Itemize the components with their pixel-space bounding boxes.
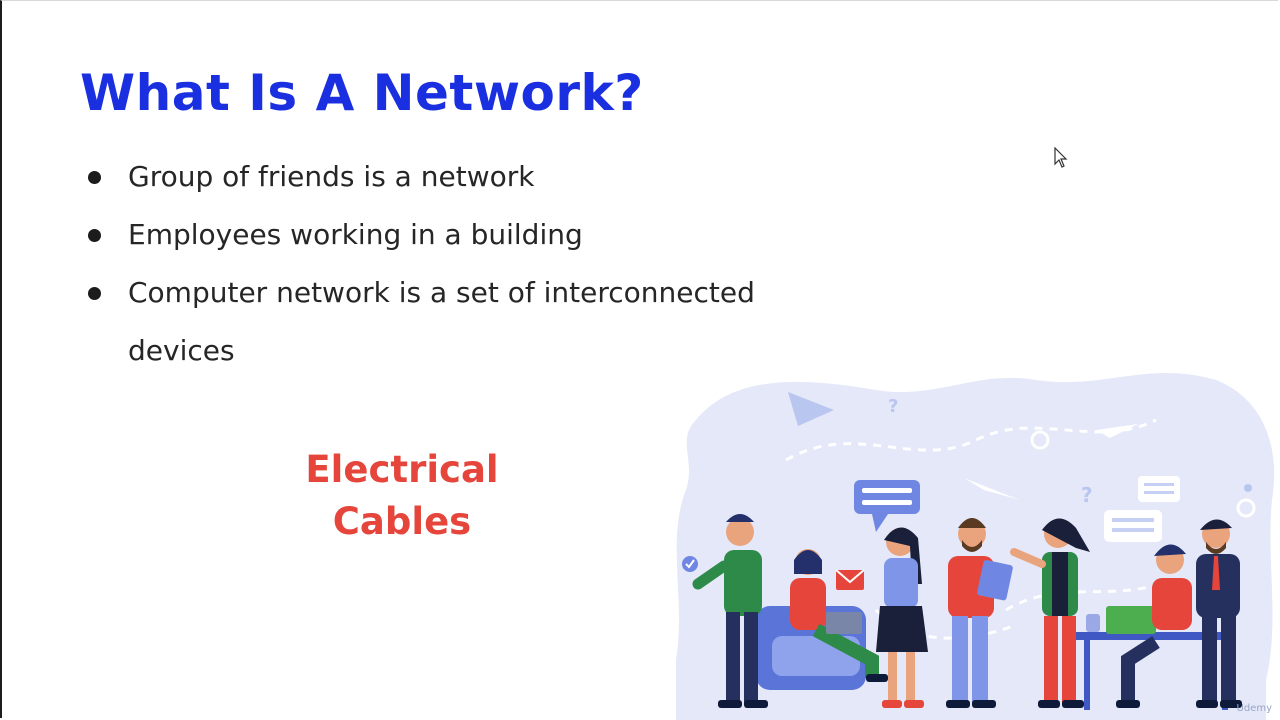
dashed-line <box>1005 583 1157 612</box>
person-man-tablet <box>946 518 1013 708</box>
bullet-text: Employees working in a building <box>128 218 583 251</box>
person-green-sweater <box>692 514 768 708</box>
callout-text: Electrical Cables <box>290 444 514 548</box>
speech-bubble-icon <box>1138 476 1180 502</box>
person-man-desk <box>1116 544 1192 708</box>
speech-bubble-icon <box>854 480 920 532</box>
paper-plane-icon <box>1096 424 1138 438</box>
people-network-illustration: ? ? <box>676 372 1275 720</box>
callout-line-2: Cables <box>332 500 472 543</box>
bullet-dot-icon <box>88 171 101 184</box>
question-mark-icon: ? <box>888 396 898 417</box>
person-woman-vest <box>1010 518 1090 708</box>
watermark: Udemy <box>1236 703 1272 714</box>
bullet-item: Employees working in a building <box>84 206 824 264</box>
decor-circle <box>1244 484 1252 492</box>
mouse-cursor-icon <box>1054 147 1068 168</box>
decor-circle <box>1236 498 1256 518</box>
person-woman-phone <box>876 527 928 708</box>
paper-plane-icon <box>788 392 834 426</box>
decor-circle <box>1030 430 1050 450</box>
paper-plane-icon <box>964 478 1020 500</box>
bullet-list: Group of friends is a network Employees … <box>84 148 824 380</box>
envelope-icon <box>835 569 865 590</box>
callout-line-1: Electrical <box>305 448 499 491</box>
speech-bubble-icon <box>1104 510 1162 542</box>
bullet-item: Computer network is a set of interconnec… <box>84 264 824 380</box>
bullet-text: Computer network is a set of interconnec… <box>128 276 755 367</box>
question-mark-icon: ? <box>1081 483 1093 507</box>
person-woman-laptop <box>790 549 888 682</box>
bullet-dot-icon <box>88 229 101 242</box>
dashed-line <box>785 418 1157 462</box>
bullet-text: Group of friends is a network <box>128 160 535 193</box>
bullet-dot-icon <box>88 287 101 300</box>
person-man-suit <box>1196 519 1242 708</box>
slide-title: What Is A Network? <box>80 64 644 122</box>
bullet-item: Group of friends is a network <box>84 148 824 206</box>
